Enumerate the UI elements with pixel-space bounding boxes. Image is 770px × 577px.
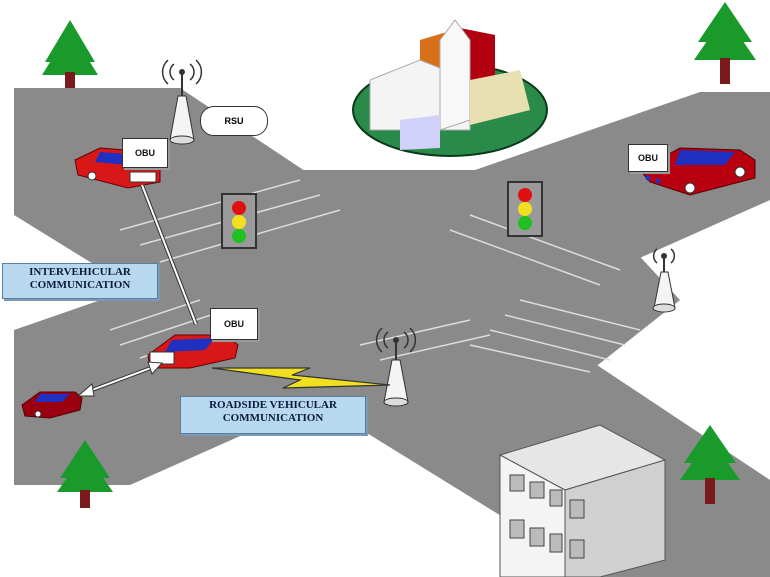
- intervehicular-link: [141, 184, 197, 325]
- intervehicular-label-line1: INTERVEHICULAR: [29, 266, 131, 278]
- roadside-vehicular-communication-label: ROADSIDE VEHICULAR COMMUNICATION: [180, 396, 366, 434]
- lightning-icon: [211, 367, 391, 389]
- obu-label: OBU: [122, 138, 168, 168]
- v2v-arrow: [76, 361, 164, 397]
- roadside-label-line2: COMMUNICATION: [222, 412, 324, 424]
- church-building: [352, 19, 548, 157]
- intervehicular-communication-label: INTERVEHICULAR COMMUNICATION: [2, 263, 158, 299]
- intervehicular-label-line2: COMMUNICATION: [29, 279, 131, 291]
- traffic-light-icon: [221, 193, 257, 249]
- roadside-label-line1: ROADSIDE VEHICULAR: [209, 399, 337, 411]
- tree-bottom-left: [57, 440, 113, 508]
- tree-bottom-right: [680, 425, 740, 504]
- rsu-antenna-icon: [375, 327, 417, 407]
- traffic-light-icon: [507, 181, 543, 237]
- rsu-antenna-icon: [652, 248, 676, 313]
- rsu-antenna-icon: [161, 59, 203, 145]
- obu-label: OBU: [210, 308, 258, 340]
- car-icon: [147, 334, 239, 369]
- tree-top-right: [694, 2, 756, 84]
- car-icon: [21, 391, 83, 419]
- obu-label: OBU: [628, 144, 668, 172]
- office-building: [498, 424, 667, 577]
- car-icon: [639, 147, 756, 196]
- tree-top-left: [42, 20, 98, 88]
- rsu-label: RSU: [200, 106, 268, 136]
- intersection: [150, 170, 680, 420]
